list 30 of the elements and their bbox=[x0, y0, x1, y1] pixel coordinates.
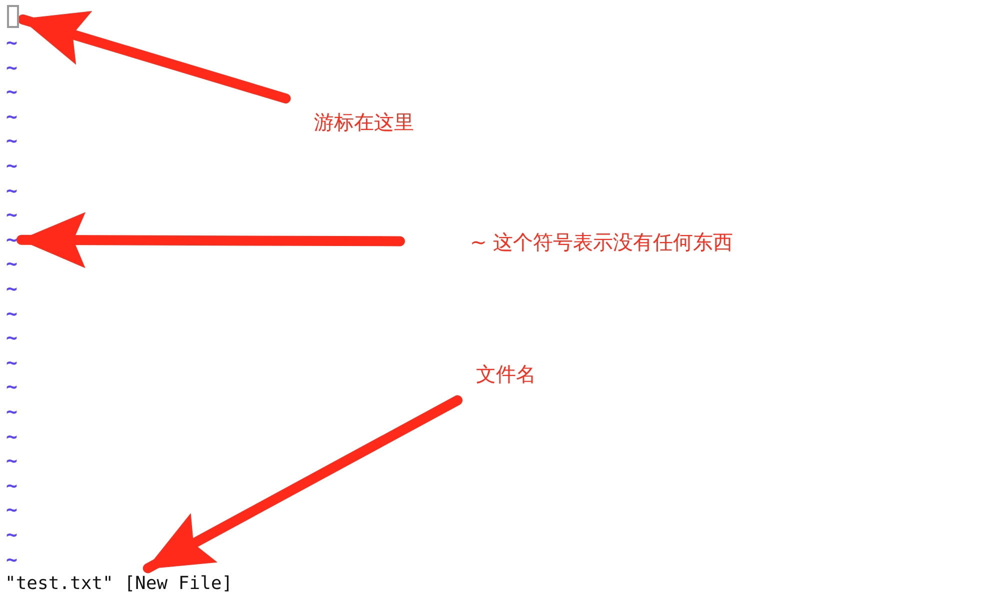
arrow bbox=[142, 395, 462, 574]
empty-line-marker: ~ bbox=[6, 33, 18, 53]
annotation-text: ~ 这个符号表示没有任何东西 bbox=[470, 230, 734, 254]
annotation-text: 文件名 bbox=[476, 362, 536, 386]
empty-line-marker: ~ bbox=[6, 451, 18, 472]
empty-line-marker: ~ bbox=[6, 58, 18, 78]
empty-line-marker: ~ bbox=[6, 377, 18, 398]
empty-line-marker: ~ bbox=[6, 279, 18, 299]
empty-line-marker: ~ bbox=[6, 205, 18, 226]
empty-line-marker: ~ bbox=[6, 328, 18, 348]
empty-line-marker: ~ bbox=[6, 525, 18, 545]
arrow bbox=[18, 11, 291, 104]
empty-line-marker: ~ bbox=[6, 106, 18, 127]
empty-line-marker: ~ bbox=[6, 500, 18, 520]
empty-line-marker: ~ bbox=[6, 402, 18, 422]
empty-line-marker: ~ bbox=[6, 131, 18, 152]
empty-line-marker: ~ bbox=[6, 426, 18, 447]
empty-line-marker: ~ bbox=[6, 156, 18, 176]
empty-line-marker: ~ bbox=[6, 550, 18, 570]
empty-line-marker: ~ bbox=[6, 304, 18, 324]
empty-line-marker: ~ bbox=[6, 254, 18, 274]
status-line-text: "test.txt" [New File] bbox=[5, 573, 233, 595]
annotation-text: 游标在这里 bbox=[314, 110, 414, 134]
empty-line-marker: ~ bbox=[6, 82, 18, 102]
empty-line-marker: ~ bbox=[6, 476, 18, 496]
cursor-block bbox=[7, 5, 19, 28]
empty-line-marker: ~ bbox=[6, 180, 18, 201]
arrow bbox=[16, 212, 405, 268]
empty-line-marker: ~ bbox=[6, 352, 18, 373]
empty-line-marker: ~ bbox=[6, 230, 18, 250]
